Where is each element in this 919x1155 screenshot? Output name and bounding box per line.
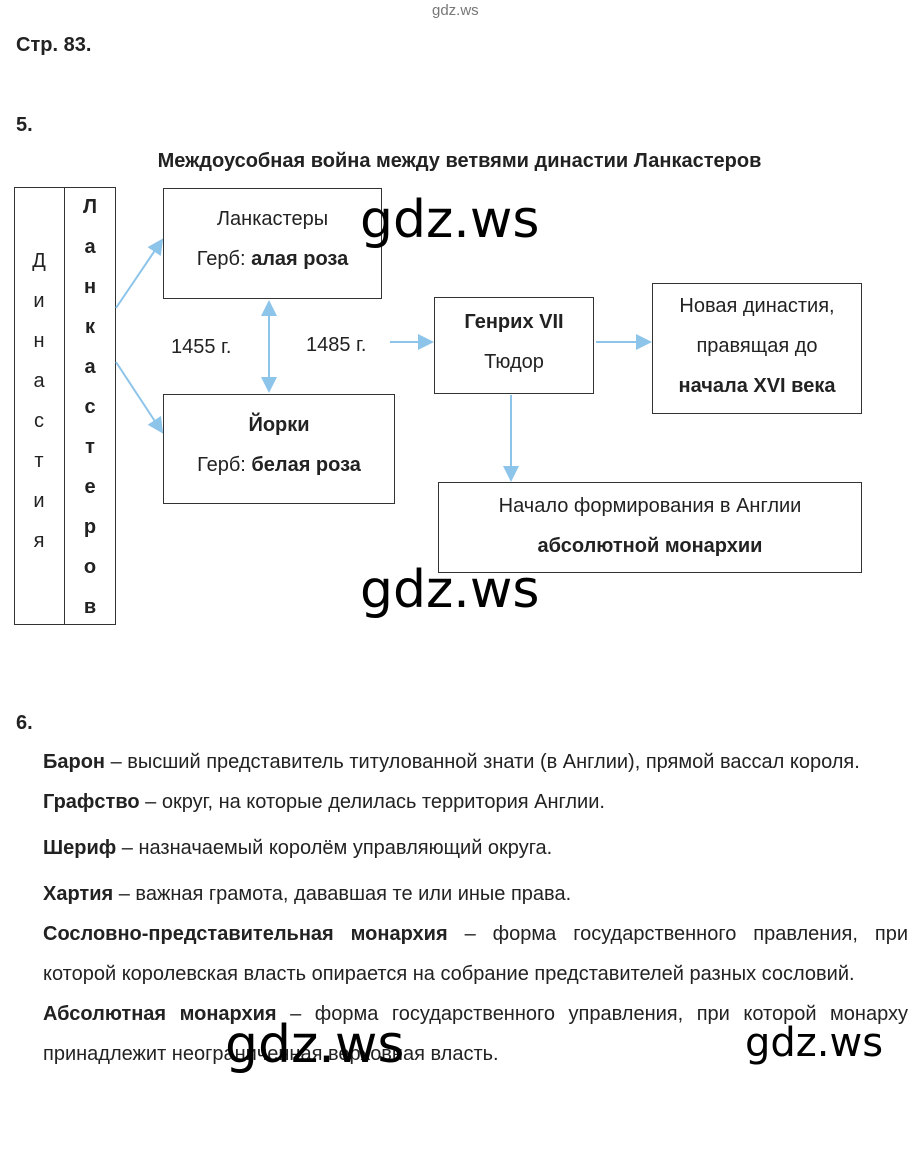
term: Шериф (43, 837, 117, 859)
dynasty-letter: я (33, 530, 45, 552)
henry-name: Генрих VII (464, 311, 564, 333)
coat-value: алая роза (251, 248, 349, 270)
lancasters-name: Ланкастеры (216, 208, 329, 230)
new-dynasty-box: Новая династия, правящая до начала XVI в… (652, 283, 862, 414)
dynasty-letter: и (33, 290, 45, 312)
term-definition: – форма государственного правления, при … (43, 923, 908, 985)
definitions: Барон – высший представитель титулованно… (16, 742, 908, 1074)
watermark: gdz.ws (360, 190, 540, 250)
definition: Барон – высший представитель титулованно… (16, 742, 908, 782)
henry-dynasty: Тюдор (484, 351, 544, 373)
arrow-to-yorks (115, 361, 164, 434)
lancaster-letter: о (83, 556, 97, 578)
term: Хартия (43, 883, 114, 905)
term: Абсолютная монархия (43, 1003, 277, 1025)
absolutism-line1: Начало формирования в Англии (498, 495, 802, 517)
definition: Шериф – назначаемый королём управляющий … (16, 828, 908, 868)
lancaster-letter: т (85, 436, 95, 458)
absolutism-line2: абсолютной монархии (537, 535, 763, 557)
new-dynasty-line2: правящая до (696, 335, 818, 357)
lancaster-letter: с (84, 396, 96, 418)
lancaster-letter: Л (82, 196, 98, 218)
dynasty-letter: а (33, 370, 45, 392)
lancaster-letter: к (84, 316, 95, 338)
definition: Сословно-представительная монархия – фор… (16, 914, 908, 994)
lancaster-letter: в (83, 596, 97, 618)
new-dynasty-line1: Новая династия, (679, 295, 835, 317)
task6-number: 6. (16, 712, 33, 734)
dynasty-letter: и (33, 490, 45, 512)
diagram-title: Междоусобная война между ветвями династи… (157, 150, 762, 172)
lancaster-letter: а (84, 236, 96, 258)
definition: Абсолютная монархия – форма государствен… (16, 994, 908, 1074)
year-1455: 1455 г. (171, 336, 232, 358)
term-definition: – форма государственного управления, при… (43, 1003, 908, 1065)
dynasty-letter: т (34, 450, 44, 472)
term: Графство (43, 791, 140, 813)
dynasty-letter: н (33, 330, 45, 352)
arrow-to-lancasters (115, 238, 164, 309)
definition: Графство – округ, на которые делилась те… (16, 782, 908, 822)
arrows (115, 238, 652, 482)
page-label: Стр. 83. (16, 34, 92, 56)
lancaster-column (64, 187, 116, 625)
lancasters-box: Ланкастеры Герб: алая роза (163, 188, 382, 299)
term-definition: – назначаемый королём управляющий округа… (116, 837, 553, 859)
watermark: gdz.ws (745, 1020, 884, 1066)
watermark: gdz.ws (225, 1015, 405, 1075)
lancaster-letter: н (83, 276, 97, 298)
lancaster-letter: а (84, 356, 96, 378)
dynasty-letter: Д (32, 250, 46, 272)
new-dynasty-line3: начала XVI века (678, 375, 836, 397)
lancaster-letter: е (84, 476, 96, 498)
yorks-box: Йорки Герб: белая роза (163, 394, 395, 504)
watermark-top: gdz.ws (432, 2, 479, 19)
coat-value: белая роза (251, 454, 361, 476)
term: Барон (43, 751, 106, 773)
absolutism-box: Начало формирования в Англии абсолютной … (438, 482, 862, 573)
term-definition: – округ, на которые делилась территория … (139, 791, 605, 813)
yorks-name: Йорки (248, 414, 310, 436)
coat-label: Герб: (196, 248, 252, 270)
definition: Хартия – важная грамота, дававшая те или… (16, 874, 908, 914)
term-definition: – высший представитель титулованной знат… (105, 751, 860, 773)
henry-box: Генрих VII Тюдор (434, 297, 594, 394)
term-definition: – важная грамота, дававшая те или иные п… (113, 883, 572, 905)
dynasty-letter: с (34, 410, 44, 432)
term: Сословно-представительная монархия (43, 923, 448, 945)
year-1485: 1485 г. (306, 334, 367, 356)
coat-label: Герб: (197, 454, 252, 476)
watermark: gdz.ws (360, 560, 540, 620)
lancaster-letter: р (83, 516, 97, 538)
task5-number: 5. (16, 114, 33, 136)
